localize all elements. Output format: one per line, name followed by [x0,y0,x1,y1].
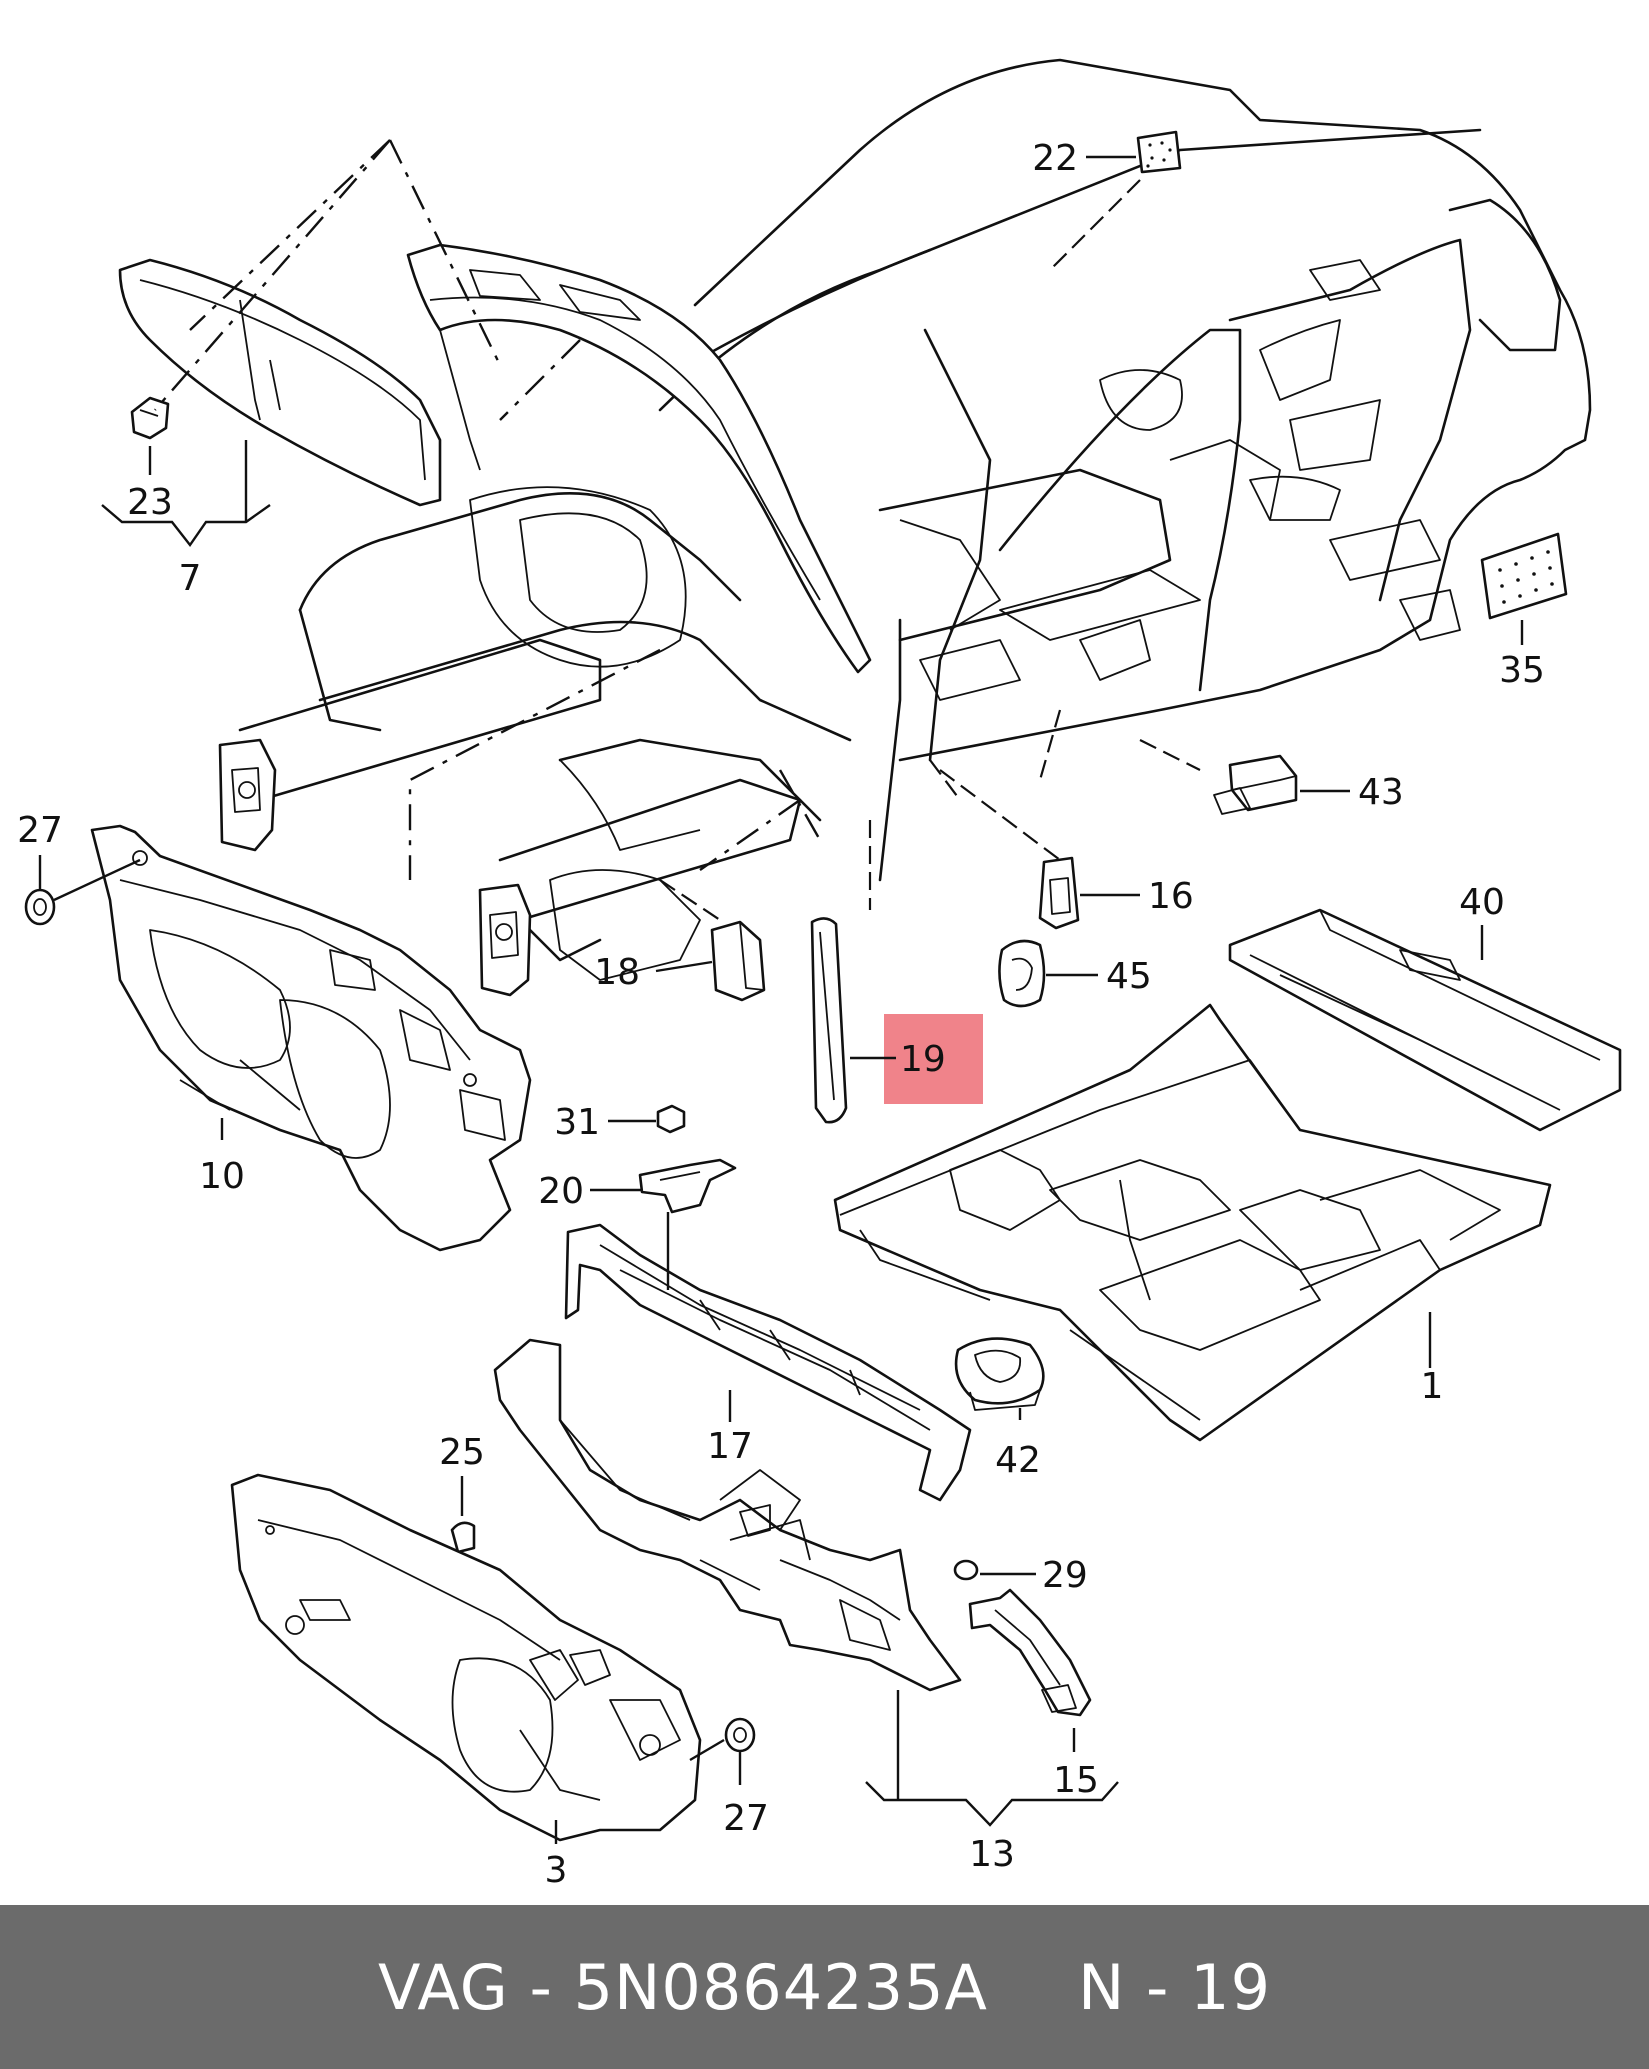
highlight-box [884,1014,983,1104]
part-27-clip-upper [24,888,56,926]
callout-16: 16 [1148,876,1194,917]
callout-27-upper: 27 [17,810,63,851]
part-20-bracket [638,1158,737,1214]
callout-23: 23 [127,482,173,523]
part-43-block [1213,754,1298,815]
part-7-hood-insulation [118,258,442,507]
part-1-floor-carpet [833,1003,1552,1442]
callout-40: 40 [1459,882,1505,923]
callout-3: 3 [545,1850,568,1891]
callout-13: 13 [969,1834,1015,1875]
hood [406,243,872,674]
callout-19: 19 [900,1039,946,1080]
callout-17: 17 [707,1426,753,1467]
callout-29: 29 [1042,1555,1088,1596]
part-18-block [710,920,766,1002]
part-40-rear-mat [1228,908,1622,1132]
car-body-shell [218,58,1592,997]
part-16-insert [1038,856,1080,930]
part-17-cross-member [564,1223,972,1502]
brand-part-number: VAG - 5N0864235A [377,1950,988,2024]
part-10-bulkhead [90,824,532,1252]
callout-27-lower: 27 [723,1798,769,1839]
part-19-strip [810,917,848,1124]
callout-35: 35 [1499,650,1545,691]
callout-43: 43 [1358,772,1404,813]
callout-31: 31 [554,1102,600,1143]
part-13-lower-assembly [493,1338,962,1692]
callout-15: 15 [1053,1760,1099,1801]
callout-labels: 22 23 7 35 27 43 16 40 18 45 19 31 10 20… [17,138,1545,1891]
part-23-clip [130,396,170,440]
callout-1: 1 [1421,1366,1444,1407]
part-27-clip-lower [724,1717,756,1753]
part-15-bracket [968,1588,1092,1717]
part-25-clip [450,1521,476,1554]
leader-lines [38,155,1524,1844]
part-31-nut [656,1104,686,1134]
part-42-mount [954,1337,1045,1411]
callout-22: 22 [1032,138,1078,179]
part-35-pad [1480,532,1568,620]
part-45-grommet [998,939,1046,1008]
callout-7: 7 [179,558,202,599]
callout-42: 42 [995,1440,1041,1481]
callout-10: 10 [199,1156,245,1197]
callout-25: 25 [439,1432,485,1473]
part-3-insulation [230,1473,702,1842]
parts-diagram: 22 23 7 35 27 43 16 40 18 45 19 31 10 20… [17,58,1622,1891]
callout-45: 45 [1106,956,1152,997]
part-22-pad [1136,130,1182,174]
callout-18: 18 [594,952,640,993]
dashed-guides [154,139,1201,921]
part-29-nut [953,1559,979,1581]
part-number-footer: VAG - 5N0864235A N - 19 [0,1905,1649,2069]
diagram-reference: N - 19 [1077,1950,1272,2024]
callout-20: 20 [538,1171,584,1212]
